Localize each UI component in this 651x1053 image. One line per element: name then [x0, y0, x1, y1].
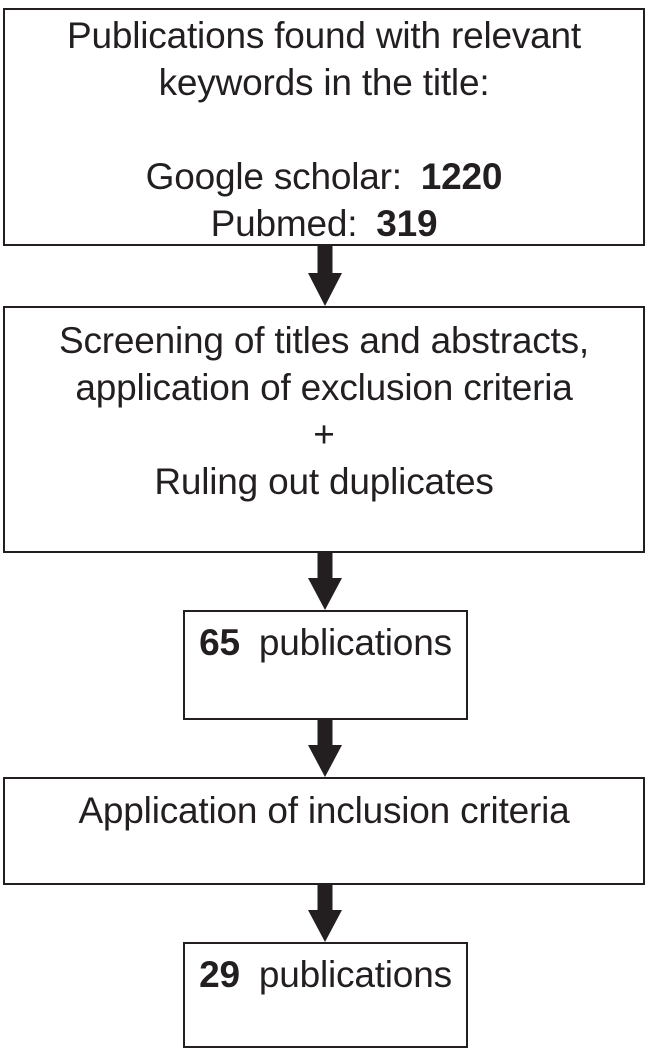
- down-arrow-icon: [308, 720, 342, 777]
- after-inclusion-count: 29: [199, 954, 240, 995]
- screening-plus-sign: +: [313, 414, 335, 455]
- after-inclusion-label: publications: [258, 954, 452, 995]
- pubmed-count-line: Pubmed: 319: [5, 200, 643, 247]
- inclusion-criteria-text: Application of inclusion criteria: [78, 790, 570, 831]
- pubmed-count: 319: [376, 203, 438, 244]
- google-scholar-label: Google scholar:: [145, 156, 402, 197]
- search-title-line1: Publications found with relevant: [67, 15, 581, 56]
- google-scholar-count: 1220: [420, 156, 503, 197]
- spacer-line: [5, 106, 643, 153]
- down-arrow-icon: [308, 246, 342, 306]
- down-arrow-icon: [308, 885, 342, 942]
- after-screening-count-line: 65 publications: [185, 619, 466, 666]
- pubmed-label: Pubmed:: [210, 203, 358, 244]
- screening-line2: application of exclusion criteria: [75, 367, 573, 408]
- google-scholar-count-line: Google scholar: 1220: [5, 153, 643, 200]
- after-screening-count-box: 65 publications: [183, 610, 468, 720]
- down-arrow-icon: [308, 553, 342, 610]
- search-title-line2: keywords in the title:: [158, 62, 490, 103]
- after-screening-count: 65: [199, 622, 240, 663]
- after-inclusion-count-box: 29 publications: [183, 942, 468, 1048]
- screening-line1: Screening of titles and abstracts,: [59, 320, 589, 361]
- screening-box: Screening of titles and abstracts, appli…: [3, 306, 645, 553]
- after-inclusion-count-line: 29 publications: [185, 951, 466, 998]
- search-results-box: Publications found with relevant keyword…: [3, 8, 645, 246]
- inclusion-criteria-box: Application of inclusion criteria: [3, 777, 645, 885]
- after-screening-label: publications: [258, 622, 452, 663]
- screening-line4: Ruling out duplicates: [154, 461, 494, 502]
